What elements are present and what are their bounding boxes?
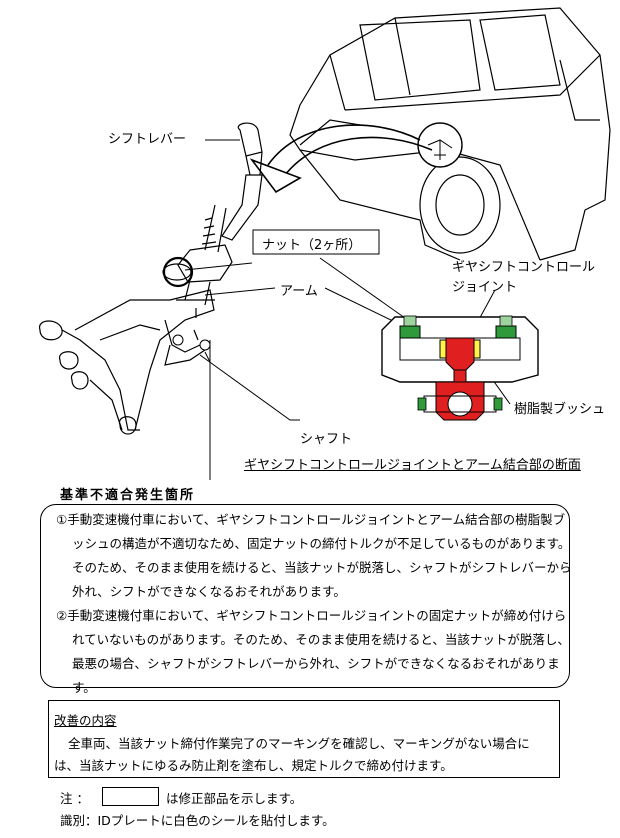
label-arm: アーム — [280, 284, 318, 299]
defect-box — [40, 504, 570, 688]
defect-item-2: ②手動変速機付車において、ギヤシフトコントロールジョイントの固定ナットが締め付け… — [56, 608, 570, 695]
pointer-arrow — [249, 124, 433, 194]
remedy-text: 全車両、当該ナット締付作業完了のマーキングを確認し、マーキングがない場合には、当… — [54, 736, 530, 773]
vehicle-illustration — [289, 7, 611, 261]
label-joint-line1: ギヤシフトコントロール — [452, 260, 596, 275]
remedy-title: 改善の内容 — [54, 713, 117, 728]
defect-item-1: ①手動変速機付車において、ギヤシフトコントロールジョイントとアーム結合部の樹脂製… — [56, 512, 572, 599]
cross-section-detail — [381, 315, 539, 421]
defect-title: 基準不適合発生箇所 — [60, 488, 196, 503]
identification-note: 識別：IDプレートに白色のシールを貼付します。 — [60, 813, 335, 828]
note-text: は修正部品を示します。 — [166, 791, 303, 806]
modified-part-swatch — [102, 787, 159, 806]
label-shift-lever: シフトレバー — [108, 132, 187, 147]
note-prefix: 注 ： — [60, 791, 89, 806]
remedy-box — [48, 700, 560, 778]
leader-lines — [184, 139, 511, 480]
label-joint-line2: ジョイント — [452, 280, 518, 295]
nut-label-box — [252, 229, 380, 255]
shift-linkage — [39, 122, 263, 435]
label-bush: 樹脂製ブッシュ — [514, 402, 606, 417]
label-nut: ナット（2ヶ所） — [262, 238, 362, 253]
recall-diagram — [39, 7, 611, 480]
label-shaft: シャフト — [300, 432, 353, 447]
section-caption: ギヤシフトコントロールジョイントとアーム結合部の断面 — [244, 458, 581, 473]
nut-highlight-circle — [162, 256, 194, 288]
